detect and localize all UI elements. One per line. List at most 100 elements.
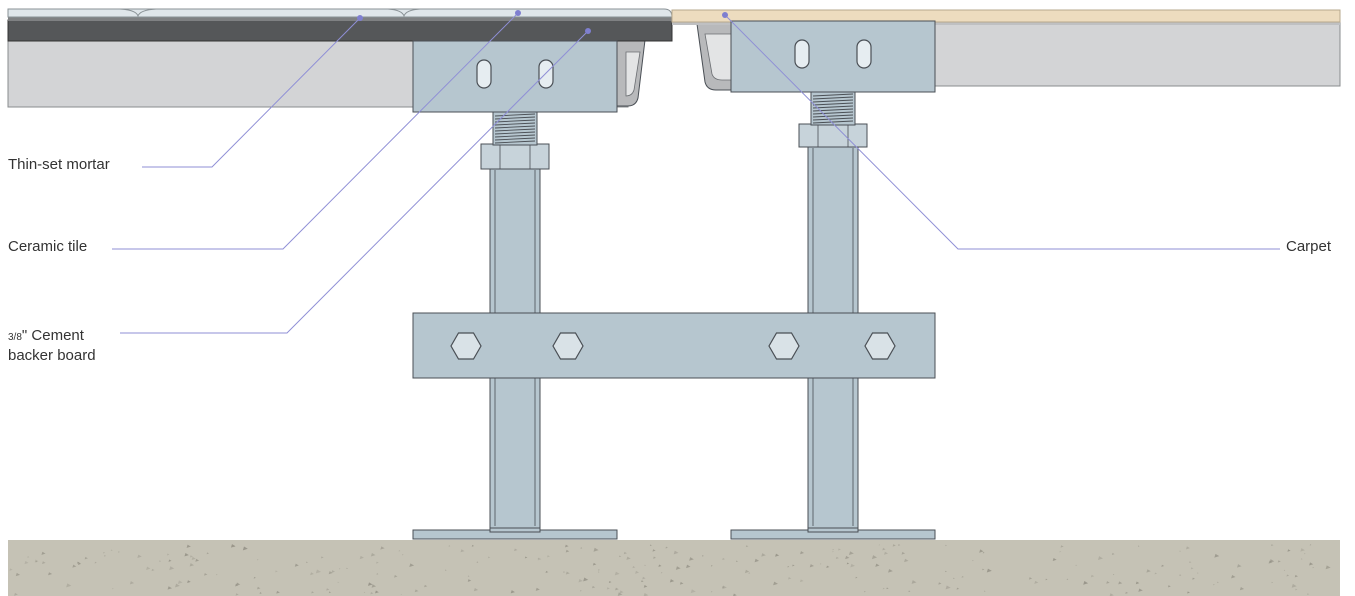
- hex-bolt: [864, 332, 896, 360]
- concrete-speckle: [1052, 557, 1057, 561]
- thread-line: [494, 128, 536, 132]
- backer-line1-text: " Cement: [21, 327, 84, 344]
- concrete-speckle: [580, 547, 583, 549]
- concrete-speckle: [359, 555, 364, 560]
- concrete-speckle: [15, 572, 21, 577]
- concrete-speckle: [1287, 549, 1291, 552]
- concrete-speckle: [275, 570, 278, 573]
- concrete-speckle: [775, 553, 780, 557]
- concrete-speckle: [754, 558, 760, 563]
- concrete-speckle: [982, 552, 985, 554]
- concrete-speckle: [151, 568, 155, 572]
- concrete-speckle: [257, 586, 261, 590]
- concrete-speckle: [1270, 544, 1274, 547]
- leader-dot-thinset: [357, 15, 363, 21]
- thread-line: [494, 140, 536, 144]
- concrete-speckle: [598, 571, 600, 573]
- concrete-speckle: [892, 544, 896, 547]
- concrete-speckle: [882, 587, 885, 590]
- concrete-speckle: [938, 582, 942, 585]
- concrete-speckle: [326, 588, 330, 591]
- concrete-speckle: [328, 591, 332, 594]
- concrete-speckle: [146, 566, 151, 570]
- concrete-speckle: [169, 566, 175, 571]
- concrete-speckle: [644, 564, 646, 566]
- concrete-speckle: [189, 555, 193, 558]
- concrete-speckle: [792, 564, 795, 567]
- concrete-speckle: [722, 586, 725, 588]
- concrete-speckle: [215, 573, 218, 576]
- concrete-speckle: [898, 544, 901, 546]
- concrete-speckle: [331, 570, 336, 573]
- concrete-speckle: [110, 549, 113, 552]
- concrete-speckle: [473, 588, 479, 592]
- concrete-speckle: [1291, 583, 1297, 588]
- concrete-speckle: [904, 558, 909, 563]
- concrete-speckle: [320, 556, 324, 559]
- concrete-speckle: [1112, 574, 1115, 576]
- concrete-speckle: [710, 565, 713, 567]
- concrete-speckle: [1192, 577, 1195, 580]
- concrete-speckle: [875, 563, 880, 567]
- concrete-speckle: [578, 579, 583, 583]
- concrete-speckle: [524, 556, 528, 559]
- right-pedestal-head: [730, 20, 936, 93]
- concrete-speckle: [1283, 569, 1286, 571]
- concrete-speckle: [1146, 569, 1151, 573]
- concrete-speckle: [617, 592, 623, 596]
- concrete-speckle: [370, 553, 376, 557]
- concrete-speckle: [42, 561, 46, 564]
- concrete-speckle: [167, 586, 173, 590]
- concrete-speckle: [800, 551, 805, 555]
- concrete-speckle: [579, 590, 582, 592]
- concrete-speckle: [592, 562, 597, 566]
- concrete-speckle: [826, 565, 830, 568]
- concrete-speckle: [409, 563, 415, 568]
- concrete-speckle: [733, 593, 737, 596]
- concrete-speckle: [315, 569, 321, 574]
- concrete-speckle: [259, 592, 262, 594]
- concrete-speckle: [908, 590, 911, 593]
- concrete-speckle: [606, 587, 610, 590]
- concrete-speckle: [166, 553, 170, 556]
- concrete-speckle: [649, 544, 652, 546]
- concrete-speckle: [702, 555, 704, 557]
- concrete-speckle: [1294, 574, 1298, 578]
- concrete-speckle: [669, 579, 675, 583]
- concrete-speckle: [583, 577, 589, 582]
- concrete-speckle: [112, 588, 114, 590]
- right-pedestal: [730, 20, 936, 540]
- concrete-speckle: [845, 555, 850, 560]
- concrete-speckle: [1075, 564, 1078, 566]
- concrete-speckle: [592, 585, 596, 589]
- concrete-speckle: [1118, 581, 1123, 585]
- concrete-speckle: [819, 563, 822, 565]
- concrete-speckle: [956, 587, 960, 590]
- concrete-speckle: [1303, 552, 1306, 555]
- concrete-speckle: [545, 570, 549, 573]
- concrete-speckle: [1167, 585, 1171, 588]
- concrete-speckle: [253, 576, 256, 579]
- concrete-speckle: [1097, 556, 1103, 560]
- thread-line: [494, 125, 536, 129]
- thread-line: [812, 96, 854, 100]
- thread-line: [812, 111, 854, 115]
- concrete-speckle: [376, 573, 379, 575]
- concrete-speckle: [1216, 581, 1219, 584]
- concrete-speckle: [722, 557, 725, 560]
- concrete-speckle: [380, 546, 385, 550]
- concrete-speckle: [1154, 572, 1158, 575]
- concrete-speckle: [565, 571, 570, 575]
- left-threaded-rod: [492, 111, 538, 146]
- thread-line: [494, 131, 536, 135]
- label-ceramic-tile: Ceramic tile: [8, 238, 88, 255]
- concrete-speckle: [1271, 581, 1274, 584]
- stringer-brace: [412, 312, 936, 379]
- concrete-speckle: [375, 590, 379, 594]
- right-hex-nut: [798, 123, 868, 148]
- concrete-speckle: [402, 554, 404, 556]
- concrete-speckle: [1307, 593, 1310, 595]
- concrete-speckle: [864, 590, 866, 593]
- concrete-speckle: [736, 560, 738, 562]
- concrete-speckle: [787, 566, 790, 568]
